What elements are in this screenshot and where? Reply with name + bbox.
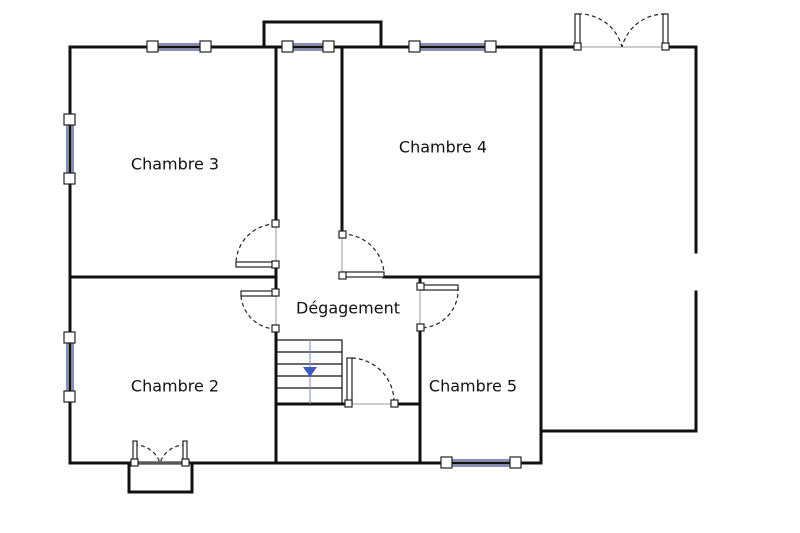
door-chambre3: [235, 219, 280, 269]
room-label-chambre-5: Chambre 5: [429, 377, 517, 396]
window-north-chambre4: [408, 40, 497, 53]
balcony-bay: [127, 461, 194, 494]
window-north-chambre3: [146, 40, 212, 53]
window-west-chambre3: [63, 113, 76, 185]
chimney-bay: [262, 20, 383, 49]
door-chambre5: [416, 282, 459, 332]
room-label-degagement: Dégagement: [296, 299, 400, 318]
room-label-chambre-3: Chambre 3: [131, 155, 219, 174]
stair-direction-arrow: [303, 367, 317, 377]
outer-wall-west-south: [68, 45, 422, 465]
door-stair-closet: [344, 357, 399, 408]
door-balcony-double: [130, 440, 190, 467]
room-label-chambre-4: Chambre 4: [399, 138, 487, 157]
door-north-east-double: [573, 13, 670, 51]
walls: [68, 20, 698, 494]
door-chambre2: [240, 288, 280, 333]
door-chambre4: [338, 230, 385, 280]
window-north-degagement: [281, 40, 335, 53]
room-labels: Chambre 3 Chambre 4 Dégagement Chambre 2…: [131, 138, 517, 396]
doors: [130, 13, 670, 467]
windows: [63, 40, 522, 469]
staircase: [275, 339, 343, 405]
window-west-chambre2: [63, 331, 76, 403]
room-label-chambre-2: Chambre 2: [131, 377, 219, 396]
window-south-chambre5: [440, 456, 522, 469]
